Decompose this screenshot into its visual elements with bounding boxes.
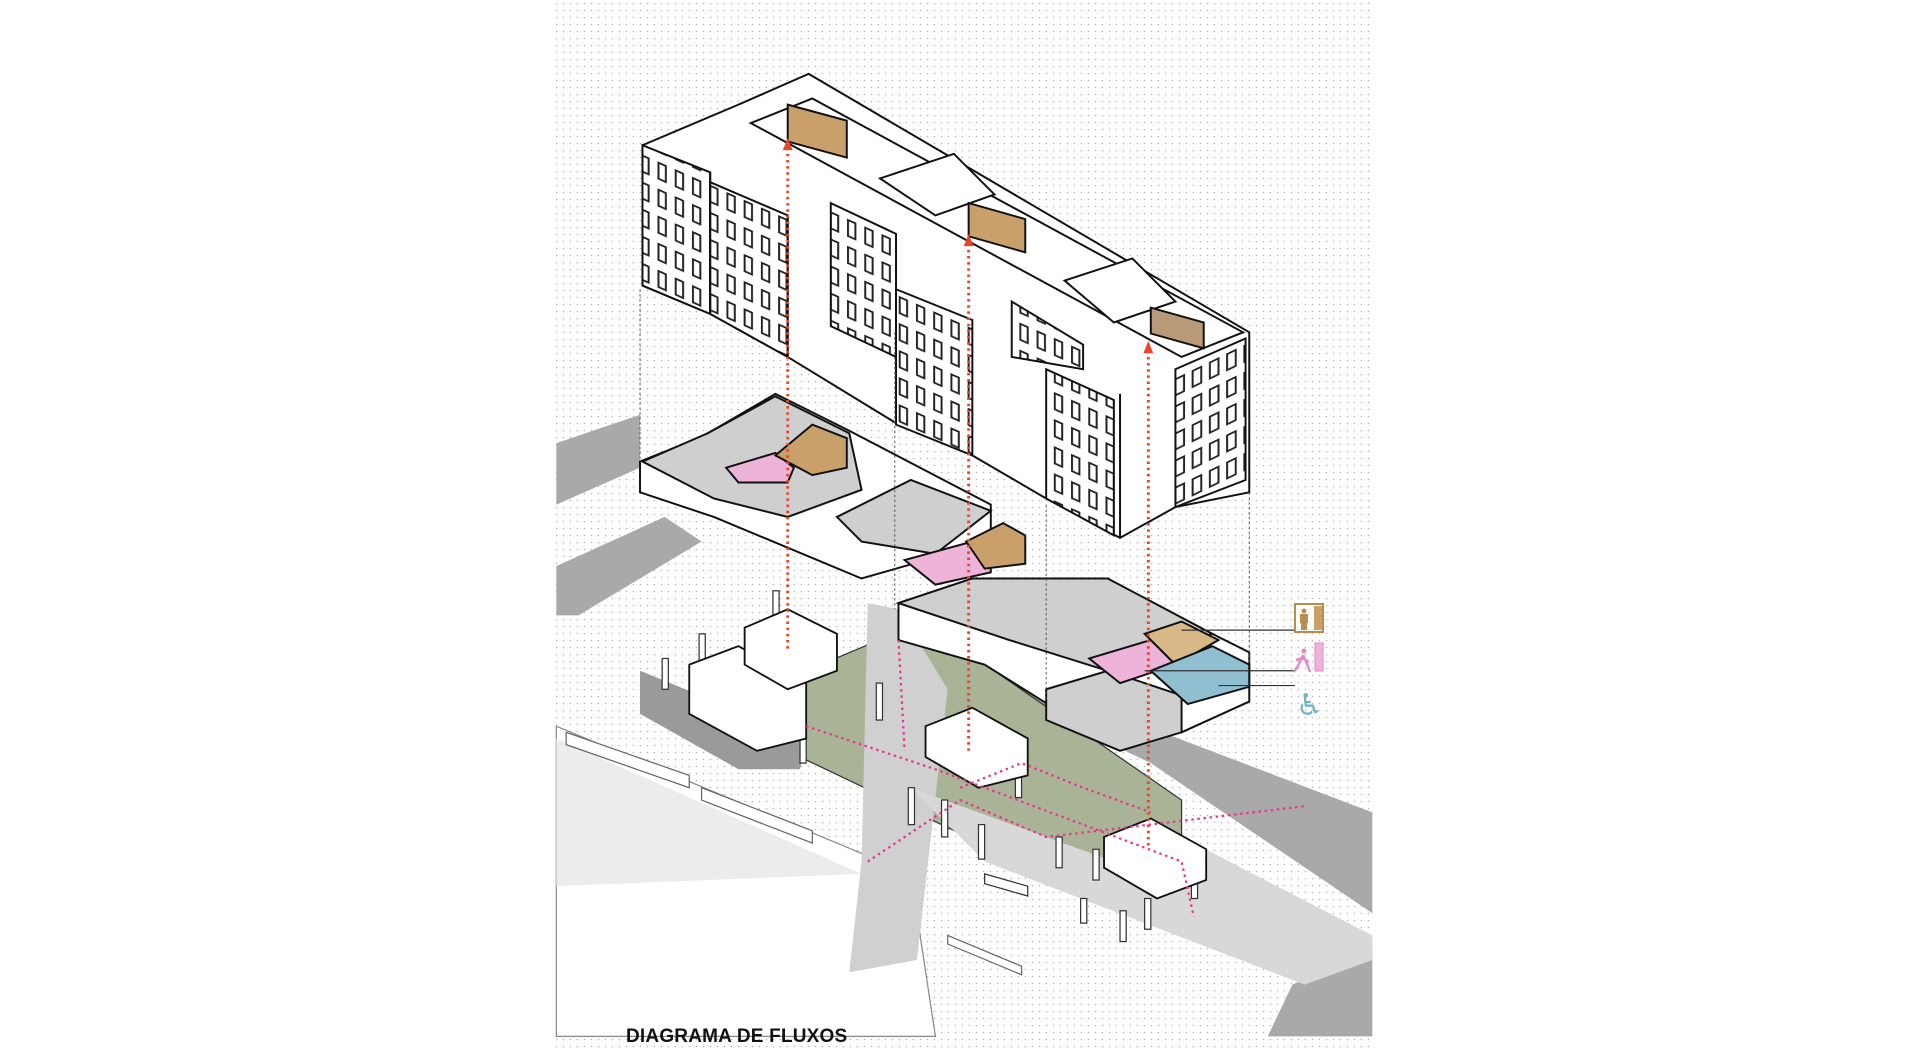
legend: ♿	[1292, 603, 1324, 723]
residential-tower	[641, 72, 1251, 539]
elevator-icon	[1294, 603, 1324, 633]
stair-cores	[688, 608, 1208, 900]
diagram-title: DIAGRAMA DE FLUXOS	[626, 1026, 848, 1047]
projection-lines	[639, 289, 1250, 702]
exit-door-icon	[1292, 642, 1324, 673]
pedestrian-flow-arrows	[805, 639, 1305, 918]
floor-plates	[639, 392, 1251, 752]
wheelchair-accessible-icon: ♿	[1296, 688, 1323, 723]
legend-leaders	[1144, 629, 1295, 687]
vertical-flow-arrows	[782, 137, 1154, 850]
